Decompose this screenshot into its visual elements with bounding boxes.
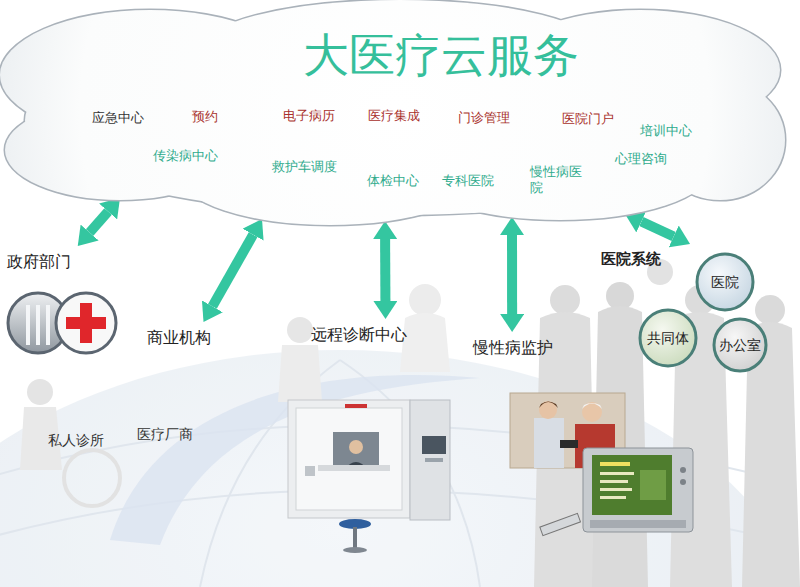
double-arrow [90,212,108,233]
person-head [606,282,634,310]
screen-bar [600,488,632,491]
circle-label: 共同体 [647,330,689,347]
remote-control [540,513,581,535]
office-circle: 办公室 [712,317,768,373]
person-head [550,285,580,315]
tv-base [590,520,686,528]
photo-caption: 医疗厂商 [137,426,193,443]
booth-inner [296,408,402,510]
node-label: 远程诊断中心 [311,325,407,344]
service-item: 体检中心 [367,173,419,189]
cloud-region: 大医疗云服务应急中心 预约 电子病历 医疗集成 门诊管理 医院门户培训中心传染病中心救护车… [0,0,790,235]
cloud-title: 大医疗云服务 [303,30,579,81]
building-column [36,305,40,345]
chronic-care-node: 慢性病监护 [470,336,556,360]
screen-bar [600,480,628,483]
building-column [46,305,50,345]
double-arrow [380,239,390,301]
stool-base [343,547,367,553]
double-arrow [212,235,253,307]
person-body [400,313,450,372]
telepresence-kiosk [288,400,450,553]
person-head [409,284,441,316]
business-node: 商业机构 [144,326,214,350]
person-body [278,345,322,402]
cloud-lobe [655,80,785,200]
service-item: 传染病中心 [153,148,218,164]
wheelchair [64,450,120,506]
service-item: 心理咨询 [615,151,667,167]
node-label: 政府部门 [7,252,126,271]
patient-head [582,402,602,422]
service-item: 预约 [192,109,218,125]
tv-button [680,467,686,473]
hospital-system-group: 医院系统医院共同体 办公室 [598,248,773,376]
nurse-hair [539,402,558,409]
hospital-circle: 医院 [695,252,755,312]
double-arrow [641,222,673,237]
kiosk-tower [410,400,450,520]
connector-group [90,212,674,314]
screen-bar [600,496,626,499]
kiosk-monitor [422,436,446,454]
screen-person [349,440,363,454]
faded-people [20,259,800,587]
photo-caption: 私人诊所 [48,432,104,449]
service-item: 慢性病医院 [530,164,586,195]
kiosk-keyboard [425,458,443,462]
nurse-body [534,418,564,468]
cloud-lobe [655,80,785,200]
screen-panel [640,470,666,500]
red-cross [66,317,106,329]
kiosk-screen [333,432,379,470]
service-item: 应急中心 [92,110,144,126]
circle-label: 医院 [711,274,739,291]
group-heading: 医院系统 [601,250,770,268]
government-node: 政府部门 [4,250,129,362]
kiosk-phone [305,466,315,476]
photo-circle [640,310,696,366]
swoosh [110,375,480,545]
photo-circle [697,254,753,310]
service-item: 专科医院 [442,173,494,189]
double-arrow [507,235,517,314]
screen-bar [600,462,630,466]
television [540,448,693,536]
tv-body [583,448,693,532]
photo-circle [714,319,766,371]
nurse-head [539,401,557,419]
stool-leg [353,527,357,549]
blood-pressure-cuff [560,440,578,448]
person-head [287,317,313,343]
circle-label: 办公室 [719,337,761,354]
person-head [27,379,53,405]
cloud-border [0,0,785,225]
service-item: 门诊管理 [458,110,510,126]
patient-hair [582,403,602,409]
service-item: 医院门户 [562,111,614,127]
cloud-fill [0,0,785,225]
service-item: 电子病历 [283,108,335,124]
kiosk-desk [318,465,390,471]
service-item: 培训中心 [640,123,692,139]
booth-logo [345,404,367,408]
person-head [755,295,785,325]
community-circle: 共同体 [638,308,698,368]
service-item: 救护车调度 [272,159,337,175]
tv-screen [592,455,672,515]
booth-wall [288,400,410,518]
remote-diagnosis-node: 远程诊断中心 [308,323,410,347]
service-item: 医疗集成 [368,108,420,124]
building-column [26,305,30,345]
node-label: 慢性病监护 [473,338,553,357]
screen-bar [600,472,634,475]
tv-button [680,479,686,485]
node-label: 商业机构 [147,328,211,347]
red-cross-icon [56,293,116,353]
